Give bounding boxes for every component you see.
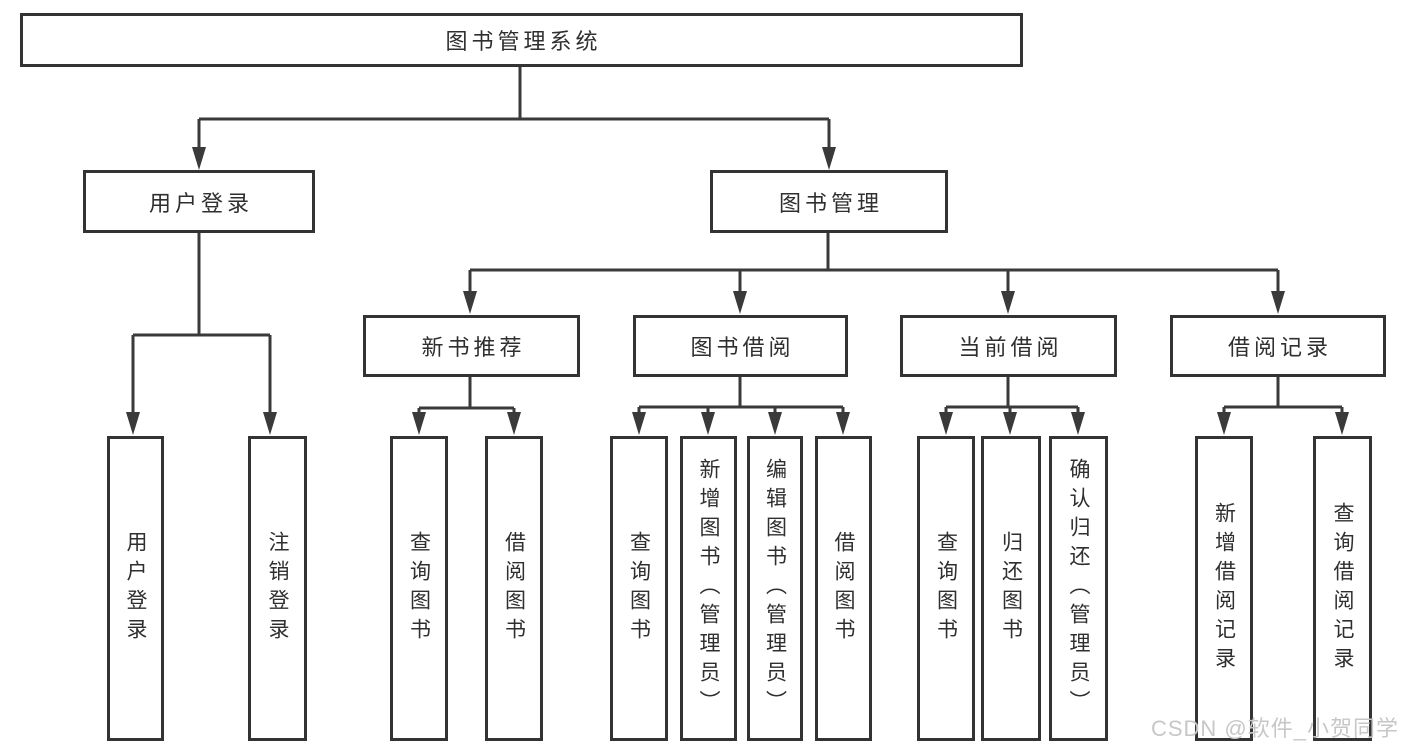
arrowhead-icon: [836, 412, 850, 435]
arrowhead-icon: [1003, 412, 1017, 435]
node-book-management: 图书管理: [710, 170, 948, 233]
leaf-bb-borrow-book: 借阅图书: [815, 436, 872, 741]
arrowhead-icon: [632, 412, 646, 435]
leaf-bb-query-book: 查询图书: [610, 436, 668, 741]
leaf-nb-query-book: 查询图书: [390, 436, 448, 741]
arrowhead-icon: [263, 412, 277, 435]
watermark: CSDN @软件_小贺同学: [1150, 716, 1399, 741]
connector-line: [417, 377, 516, 414]
connector-line: [131, 233, 272, 414]
node-borrow-records: 借阅记录: [1170, 315, 1386, 377]
arrowhead-icon: [822, 147, 836, 170]
arrowhead-icon: [701, 412, 715, 435]
connector-line: [468, 233, 1280, 293]
arrowhead-icon: [1001, 291, 1015, 314]
arrowhead-icon: [1071, 412, 1085, 435]
arrowhead-icon: [412, 412, 426, 435]
leaf-cb-return-book: 归还图书: [981, 436, 1041, 741]
arrowhead-icon: [126, 412, 140, 435]
node-user-login: 用户登录: [83, 170, 315, 233]
leaf-br-add-record: 新增借阅记录: [1195, 436, 1253, 741]
arrowhead-icon: [507, 412, 521, 435]
node-root: 图书管理系统: [20, 13, 1023, 67]
arrowhead-icon: [192, 147, 206, 170]
connector-line: [944, 377, 1080, 414]
leaf-cb-query-book: 查询图书: [917, 436, 975, 741]
leaf-cb-confirm-return-admin: 确认归还（管理员）: [1049, 436, 1108, 741]
arrowhead-icon: [939, 412, 953, 435]
connector-line: [637, 377, 845, 414]
arrowhead-icon: [1335, 412, 1349, 435]
leaf-nb-borrow-book: 借阅图书: [485, 436, 543, 741]
leaf-br-query-record: 查询借阅记录: [1313, 436, 1372, 741]
node-current-borrow: 当前借阅: [900, 315, 1117, 377]
leaf-bb-edit-book-admin: 编辑图书（管理员）: [747, 436, 803, 741]
leaf-bb-add-book-admin: 新增图书（管理员）: [680, 436, 737, 741]
connector-line: [1222, 377, 1344, 414]
arrowhead-icon: [1271, 291, 1285, 314]
arrowhead-icon: [1217, 412, 1231, 435]
leaf-logout: 注销登录: [248, 436, 307, 741]
leaf-user-login: 用户登录: [107, 436, 164, 741]
arrowhead-icon: [733, 291, 747, 314]
arrowhead-icon: [463, 291, 477, 314]
arrowhead-icon: [768, 412, 782, 435]
connector-line: [197, 67, 831, 149]
node-new-book-recommend: 新书推荐: [363, 315, 580, 377]
node-book-borrow: 图书借阅: [633, 315, 848, 377]
